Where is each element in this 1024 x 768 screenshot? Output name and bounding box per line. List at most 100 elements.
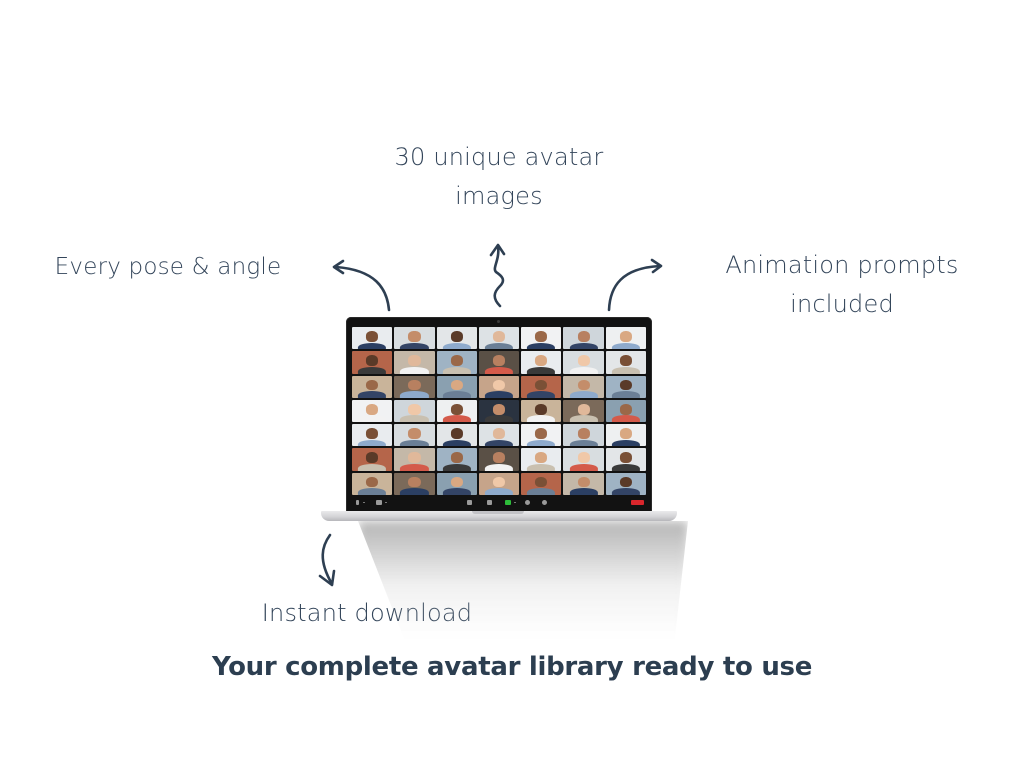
participant-avatar-head — [450, 476, 463, 488]
participant-video-tile — [352, 472, 393, 495]
participant-video-tile — [478, 351, 520, 374]
headline: Your complete avatar library ready to us… — [211, 652, 813, 682]
participant-video-tile — [605, 472, 646, 495]
participant-avatar-body — [358, 439, 387, 447]
participant-video-tile — [521, 327, 562, 350]
participant-avatar-body — [484, 366, 514, 374]
participant-avatar-head — [408, 379, 421, 391]
webcam-icon — [497, 320, 500, 323]
participant-avatar-head — [408, 428, 421, 439]
participants-icon[interactable] — [467, 500, 472, 505]
participant-avatar-head — [366, 331, 379, 342]
participant-avatar-body — [527, 366, 556, 374]
participant-avatar-head — [492, 476, 506, 488]
participant-avatar-head — [577, 331, 590, 342]
participant-avatar-body — [484, 342, 514, 350]
participant-video-tile — [605, 424, 646, 447]
participant-avatar-body — [442, 391, 471, 398]
participant-avatar-body — [611, 366, 640, 374]
participant-avatar-head — [492, 403, 506, 415]
participant-avatar-body — [400, 464, 429, 471]
participant-avatar-head — [577, 452, 590, 464]
participant-video-tile — [521, 424, 562, 447]
laptop-notch — [472, 511, 524, 514]
participant-avatar-body — [611, 342, 640, 350]
participant-avatar-head — [619, 355, 632, 366]
participant-avatar-head — [619, 403, 632, 415]
share-screen-icon[interactable] — [505, 500, 511, 505]
participant-video-tile — [521, 351, 562, 374]
participant-video-tile — [521, 472, 562, 495]
laptop-base — [321, 511, 677, 521]
microphone-icon[interactable] — [356, 500, 359, 505]
participant-video-tile — [436, 399, 477, 423]
curved-down-arrow-icon — [318, 533, 336, 587]
participant-video-tile — [605, 399, 646, 423]
participant-avatar-body — [611, 464, 640, 471]
participant-avatar-head — [408, 476, 421, 488]
participant-video-tile — [605, 327, 646, 350]
curved-up-right-arrow-icon — [607, 258, 663, 312]
participant-avatar-body — [527, 391, 556, 398]
participant-avatar-head — [450, 331, 463, 342]
chevron-down-icon[interactable] — [363, 502, 365, 503]
participant-avatar-body — [527, 415, 556, 423]
participant-avatar-body — [442, 342, 471, 350]
participant-avatar-body — [484, 415, 514, 423]
record-icon[interactable] — [525, 500, 530, 505]
participant-video-tile — [394, 424, 435, 447]
participant-avatar-head — [619, 428, 632, 439]
participant-avatar-head — [577, 403, 590, 415]
participant-video-tile — [436, 424, 477, 447]
participant-video-tile — [563, 448, 604, 471]
participant-avatar-body — [358, 415, 387, 423]
participant-avatar-head — [366, 403, 379, 415]
participant-avatar-body — [569, 391, 598, 398]
participant-avatar-body — [400, 391, 429, 398]
participant-video-tile — [521, 448, 562, 471]
participant-video-tile — [394, 448, 435, 471]
participant-avatar-body — [569, 488, 598, 495]
video-camera-icon[interactable] — [376, 500, 382, 505]
participant-avatar-head — [535, 355, 548, 366]
participant-video-tile — [478, 327, 520, 350]
participant-video-tile — [563, 399, 604, 423]
participant-avatar-body — [527, 488, 556, 495]
call-toolbar — [352, 497, 646, 509]
end-call-button[interactable] — [631, 500, 644, 505]
participant-video-tile — [478, 424, 520, 447]
participant-avatar-head — [619, 331, 632, 342]
participant-avatar-head — [577, 379, 590, 391]
participant-avatar-head — [450, 428, 463, 439]
participant-video-tile — [478, 472, 520, 495]
participant-avatar-head — [408, 331, 421, 342]
participant-avatar-body — [358, 366, 387, 374]
participant-video-tile — [352, 375, 393, 398]
participant-avatar-head — [408, 403, 421, 415]
participant-avatar-head — [619, 476, 632, 488]
participant-avatar-body — [527, 464, 556, 471]
participant-avatar-head — [492, 379, 506, 391]
participant-avatar-body — [400, 342, 429, 350]
laptop-screen — [346, 317, 652, 512]
participant-avatar-head — [366, 452, 379, 464]
participant-video-tile — [605, 375, 646, 398]
participant-avatar-head — [366, 355, 379, 366]
reactions-icon[interactable] — [542, 500, 547, 505]
participant-video-tile — [563, 375, 604, 398]
chevron-down-icon[interactable] — [514, 502, 516, 503]
chat-icon[interactable] — [487, 500, 492, 505]
participant-avatar-head — [577, 428, 590, 439]
feature-label-line: Every pose & angle — [54, 254, 282, 280]
participant-avatar-head — [408, 452, 421, 464]
squiggle-up-arrow-icon — [489, 243, 506, 308]
participant-video-tile — [352, 448, 393, 471]
participant-avatar-head — [450, 379, 463, 391]
participant-video-tile — [478, 399, 520, 423]
participant-avatar-body — [442, 488, 471, 495]
participant-video-tile — [394, 472, 435, 495]
participant-video-tile — [436, 472, 477, 495]
participant-avatar-body — [611, 439, 640, 447]
participant-avatar-body — [569, 439, 598, 447]
chevron-down-icon[interactable] — [385, 502, 387, 503]
